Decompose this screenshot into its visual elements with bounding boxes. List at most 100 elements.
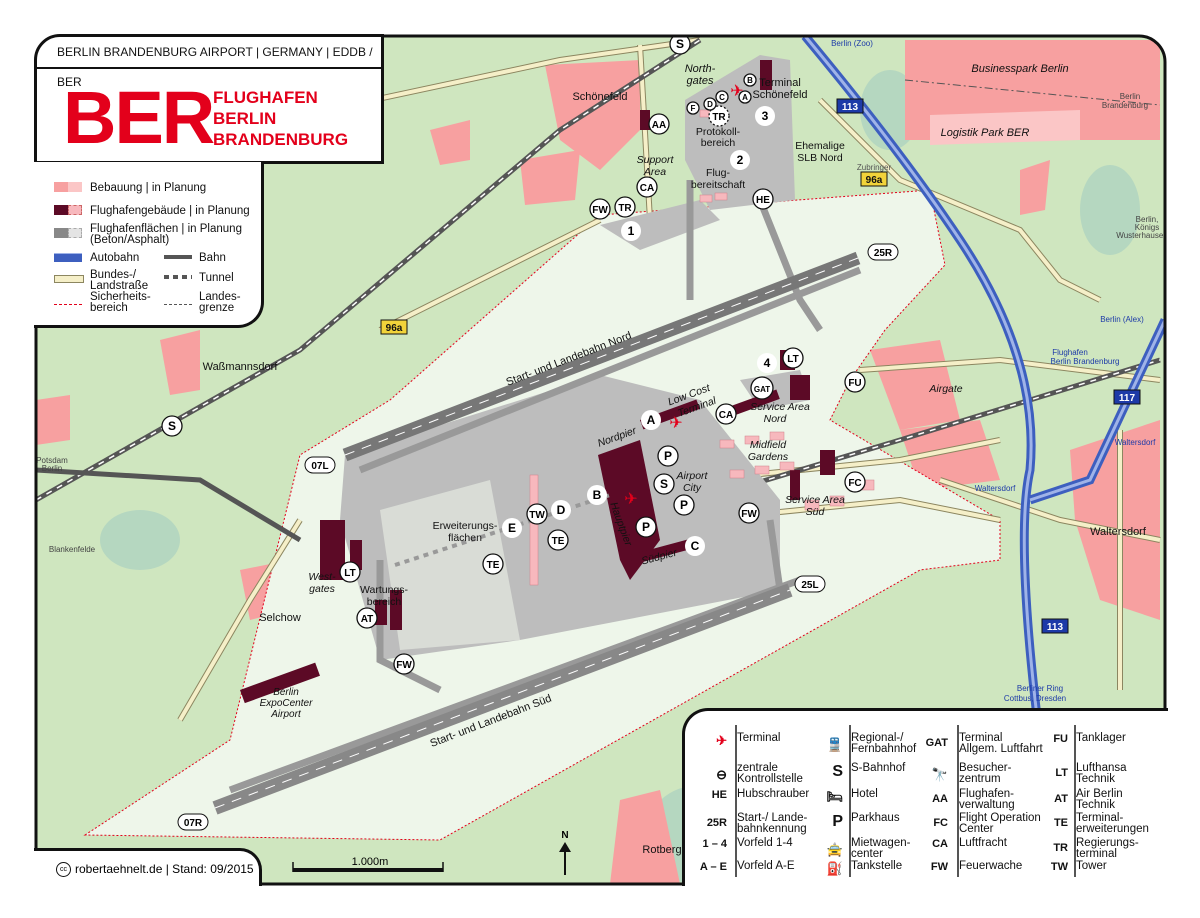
svg-text:A: A bbox=[647, 413, 656, 427]
terminal-plane-icon[interactable]: ✈ bbox=[669, 415, 682, 432]
marker-fu[interactable]: FU bbox=[844, 371, 866, 393]
legend-label: Parkhaus bbox=[851, 812, 900, 824]
cc-license-icon: cc bbox=[56, 862, 71, 878]
svg-text:TE: TE bbox=[487, 560, 500, 571]
marker-lt[interactable]: LT bbox=[339, 561, 361, 583]
legend-label: (Beton/Asphalt) bbox=[90, 234, 170, 246]
svg-text:117: 117 bbox=[1119, 393, 1136, 404]
place-label-zubringer: Zubringer bbox=[857, 163, 892, 172]
legend-code: TE bbox=[1053, 817, 1068, 829]
place-label-san-1: Service Area bbox=[750, 401, 810, 413]
place-label-erw-2: flächen bbox=[448, 532, 482, 544]
swatch-border bbox=[164, 304, 192, 305]
place-label-sas-1: Service Area bbox=[785, 494, 845, 506]
marker-aa[interactable]: AA bbox=[648, 113, 670, 135]
swatch-security bbox=[54, 304, 82, 305]
svg-text:113: 113 bbox=[1047, 622, 1064, 633]
place-label-kw-3: Wusterhausen bbox=[1116, 231, 1167, 240]
marker-fw[interactable]: FW bbox=[393, 653, 415, 675]
marker-fw[interactable]: FW bbox=[589, 198, 611, 220]
marker-lt[interactable]: LT bbox=[782, 347, 804, 369]
marker-te[interactable]: TE bbox=[482, 553, 504, 575]
place-label-terminal-sxf-1: Terminal bbox=[759, 77, 801, 89]
marker-ca[interactable]: CA bbox=[715, 403, 737, 425]
legend-code: GAT bbox=[925, 737, 948, 749]
marker-f[interactable]: F bbox=[686, 101, 700, 115]
marker-tr[interactable]: TR bbox=[708, 105, 730, 127]
place-label-exit-ber-1: Flughafen bbox=[1052, 348, 1088, 357]
marker-ca[interactable]: CA bbox=[636, 176, 658, 198]
car-icon: 🚖 bbox=[826, 842, 843, 857]
runway-id-label: 07R bbox=[177, 813, 209, 831]
marker-te[interactable]: TE bbox=[547, 529, 569, 551]
marker-4[interactable]: 4 bbox=[757, 353, 777, 373]
marker-he[interactable]: HE bbox=[752, 188, 774, 210]
marker-fc[interactable]: FC bbox=[844, 471, 866, 493]
runway-id-label: 07L bbox=[304, 456, 336, 474]
legend-code: 25R bbox=[706, 817, 727, 829]
swatch-tunnel bbox=[164, 275, 192, 279]
place-label-slb-1: Ehemalige bbox=[795, 140, 845, 152]
marker-gat[interactable]: GAT bbox=[750, 376, 774, 400]
legend-label: Tanklager bbox=[1076, 732, 1126, 744]
marker-a[interactable]: A bbox=[738, 90, 752, 104]
legend-label: Technik bbox=[1076, 773, 1115, 785]
terminal-plane-icon[interactable]: ✈ bbox=[624, 491, 637, 508]
marker-1[interactable]: 1 bbox=[621, 221, 641, 241]
runways bbox=[212, 251, 861, 815]
train-icon: 🚆 bbox=[826, 737, 843, 752]
scale-label: 1.000m bbox=[352, 856, 389, 868]
marker-c[interactable]: C bbox=[685, 536, 705, 556]
legend-label: verwaltung bbox=[959, 799, 1015, 811]
place-label-expo-2: ExpoCenter bbox=[260, 698, 313, 709]
marker-3[interactable]: 3 bbox=[755, 106, 775, 126]
visitor-center-icon: 🔭 bbox=[931, 767, 948, 782]
svg-text:HE: HE bbox=[756, 195, 770, 206]
legend-label: Besucher- bbox=[959, 762, 1012, 774]
marker-c[interactable]: C bbox=[715, 90, 729, 104]
marker-at[interactable]: AT bbox=[356, 607, 378, 629]
marker-p[interactable]: P bbox=[635, 516, 657, 538]
place-label-wartung-2: bereich bbox=[367, 596, 402, 608]
svg-text:B: B bbox=[747, 76, 753, 85]
svg-text:4: 4 bbox=[764, 356, 771, 370]
marker-a[interactable]: A bbox=[641, 410, 661, 430]
place-label-border-2: Brandenburg bbox=[1102, 101, 1148, 110]
legend-label: Feuerwache bbox=[959, 860, 1023, 872]
place-label-airport-city-1: Airport bbox=[676, 470, 709, 482]
marker-2[interactable]: 2 bbox=[730, 150, 750, 170]
marker-d[interactable]: D bbox=[551, 500, 571, 520]
svg-text:2: 2 bbox=[737, 153, 744, 167]
place-label-alex: Berlin (Alex) bbox=[1100, 315, 1144, 324]
marker-s[interactable]: S bbox=[669, 34, 691, 55]
marker-tw[interactable]: TW bbox=[526, 503, 548, 525]
map-frame bbox=[34, 34, 1167, 886]
svg-text:3: 3 bbox=[762, 109, 769, 123]
marker-e[interactable]: E bbox=[502, 518, 522, 538]
marker-p[interactable]: P bbox=[657, 445, 679, 467]
legend-label: Flight Operation bbox=[959, 812, 1041, 824]
legend-label: Allgem. Luftfahrt bbox=[959, 743, 1043, 755]
marker-fw[interactable]: FW bbox=[738, 502, 760, 524]
svg-text:D: D bbox=[557, 503, 566, 517]
legend-label: Terminal bbox=[737, 732, 781, 744]
marker-s[interactable]: S bbox=[161, 415, 183, 437]
svg-text:LT: LT bbox=[787, 354, 798, 365]
place-label-north-gates-1: North- bbox=[685, 63, 716, 75]
place-label-wassmannsdorf: Waßmannsdorf bbox=[203, 361, 279, 373]
marker-s[interactable]: S bbox=[653, 473, 675, 495]
marker-tr[interactable]: TR bbox=[614, 196, 636, 218]
marker-b[interactable]: B bbox=[743, 73, 757, 87]
swatch-built bbox=[54, 182, 68, 192]
svg-text:S: S bbox=[168, 419, 176, 433]
place-label-businesspark: Businesspark Berlin bbox=[971, 63, 1068, 75]
place-label-schoenefeld: Schönefeld bbox=[572, 91, 627, 103]
marker-b[interactable]: B bbox=[587, 485, 607, 505]
fuel-pump-icon: ⛽ bbox=[826, 861, 843, 876]
terminal-plane-icon[interactable]: ✈ bbox=[730, 83, 743, 100]
place-label-protokoll-2: bereich bbox=[701, 137, 736, 149]
credit-text: robertaehnelt.de | Stand: 09/2015 bbox=[75, 862, 254, 876]
marker-d[interactable]: D bbox=[703, 97, 717, 111]
marker-p[interactable]: P bbox=[673, 494, 695, 516]
